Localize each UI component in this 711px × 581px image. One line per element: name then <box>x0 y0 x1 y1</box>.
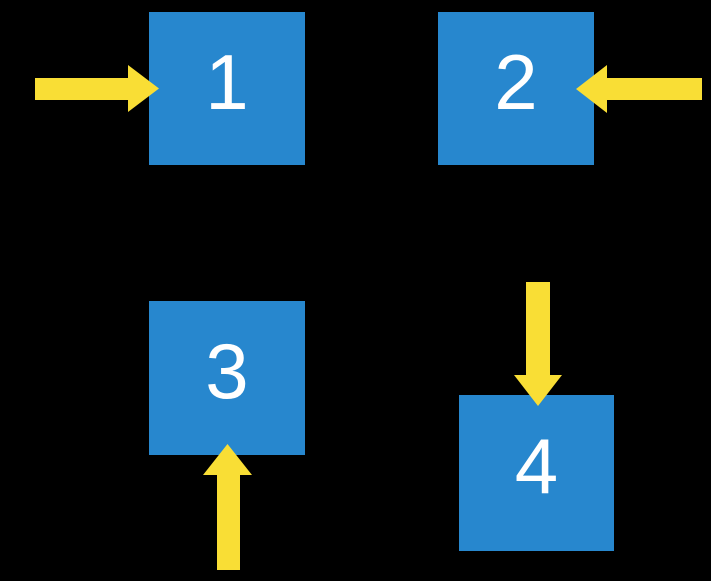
square-3-label: 3 <box>205 327 249 415</box>
down-arrow-into-square-4-icon <box>514 282 562 406</box>
square-4: 4 <box>459 395 614 551</box>
up-arrow-into-square-3-icon <box>203 444 252 570</box>
square-3: 3 <box>149 301 305 455</box>
square-2: 2 <box>438 12 594 165</box>
right-arrow-into-square-1-icon <box>35 65 159 112</box>
square-1-label: 1 <box>205 37 249 126</box>
left-arrow-into-square-2-icon <box>576 65 702 113</box>
square-1: 1 <box>149 12 305 165</box>
square-4-label: 4 <box>514 422 559 510</box>
square-2-label: 2 <box>494 37 538 126</box>
